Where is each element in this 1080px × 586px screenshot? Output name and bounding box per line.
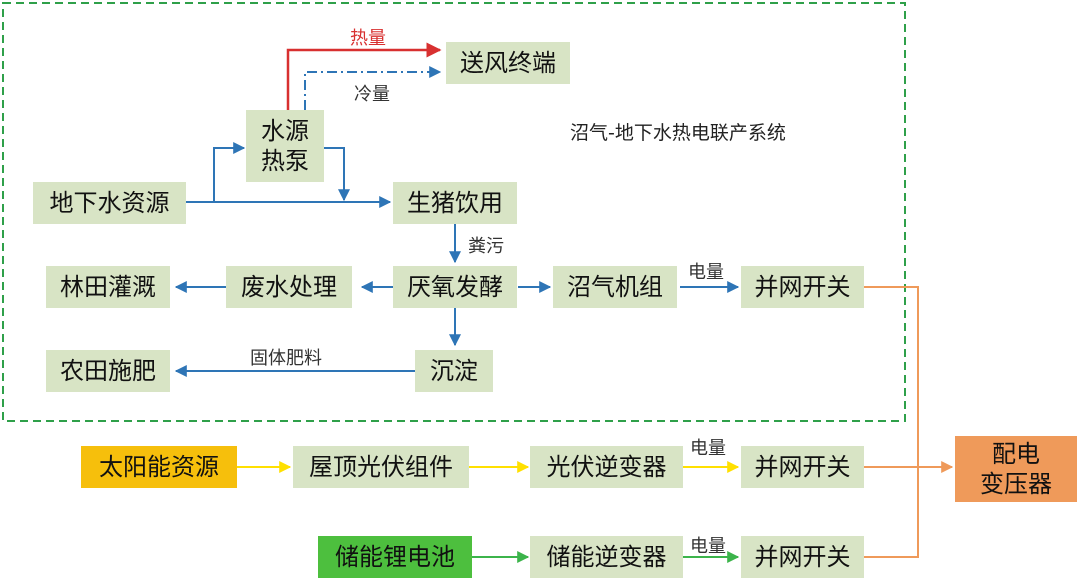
electricity-label-3: 电量 [690,536,726,557]
node-irrigation: 林田灌溉 [46,266,170,308]
solid-fertilizer-label: 固体肥料 [250,348,322,369]
cold-arrow [304,66,442,110]
system-title: 沼气-地下水热电联产系统 [570,122,786,144]
node-battery: 储能锂电池 [318,536,472,578]
node-sediment: 沉淀 [415,350,493,392]
node-biogas-unit: 沼气机组 [553,266,677,308]
manure-label: 粪污 [468,236,504,257]
node-wastewater: 废水处理 [226,266,352,308]
heatpump-to-pig-arrow [324,147,350,202]
node-transformer-line1: 配电 [992,440,1040,468]
node-air-terminal: 送风终端 [446,42,570,84]
heat-arrow [286,42,442,110]
node-fertilizer: 农田施肥 [46,350,170,392]
system-boundary [2,2,906,422]
heat-label: 热量 [350,28,386,49]
node-storage-inverter: 储能逆变器 [530,536,683,578]
node-grid-switch-1: 并网开关 [741,266,864,308]
electricity-label-1: 电量 [688,262,724,283]
node-grid-switch-2: 并网开关 [741,446,864,488]
groundwater-to-heatpump-arrow [213,142,246,202]
node-groundwater: 地下水资源 [33,182,186,224]
switch1-to-transformer-line [864,286,919,467]
switch3-to-transformer-line [864,467,919,558]
node-transformer-line2: 变压器 [980,470,1052,498]
electricity-label-2: 电量 [690,438,726,459]
node-solar-resource: 太阳能资源 [81,446,237,488]
node-pv-module: 屋顶光伏组件 [293,446,469,488]
node-pv-inverter: 光伏逆变器 [530,446,683,488]
node-transformer: 配电 变压器 [955,436,1077,502]
node-heat-pump: 水源 热泵 [246,110,324,182]
node-heat-pump-line2: 热泵 [261,147,309,175]
node-heat-pump-line1: 水源 [261,117,309,145]
cold-label: 冷量 [354,84,390,105]
node-pig-drinking: 生猪饮用 [393,182,517,224]
node-grid-switch-3: 并网开关 [741,536,864,578]
node-anaerobic: 厌氧发酵 [393,266,517,308]
